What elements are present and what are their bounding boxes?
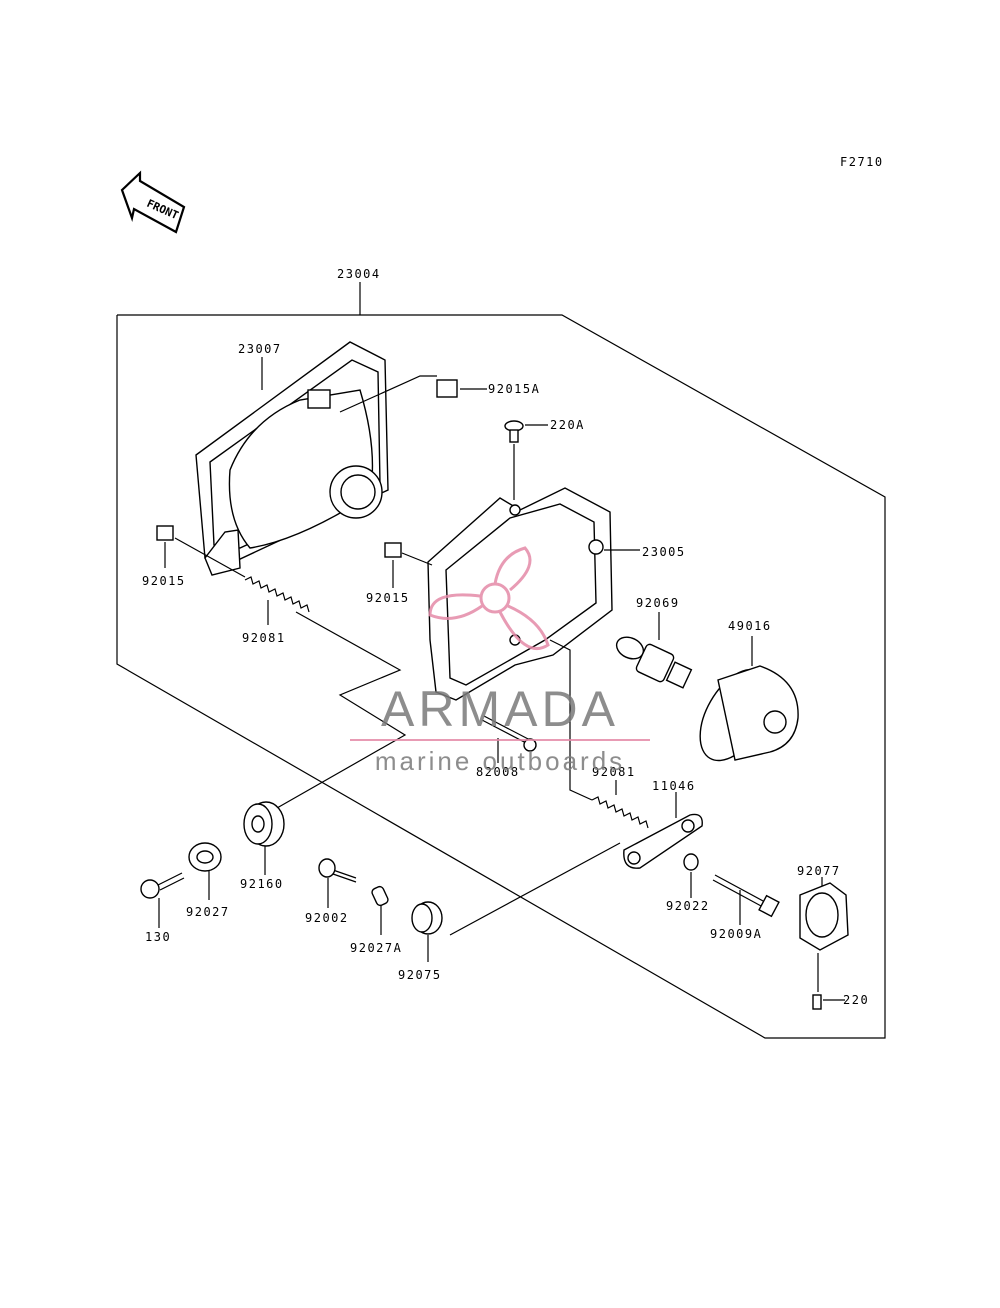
label-92022: 92022 bbox=[666, 899, 710, 913]
headlight-bezel bbox=[427, 487, 613, 701]
nut-92015-mid bbox=[384, 542, 402, 558]
figure-code: F2710 bbox=[840, 155, 884, 169]
label-220: 220 bbox=[843, 993, 869, 1007]
propeller-logo-icon bbox=[428, 546, 550, 651]
washer-92022 bbox=[683, 853, 699, 871]
bolt-92002 bbox=[318, 858, 357, 883]
grommet-92160 bbox=[243, 801, 285, 847]
label-92081-left: 92081 bbox=[242, 631, 286, 645]
nut-92015A bbox=[436, 379, 458, 398]
label-92081-right: 92081 bbox=[592, 765, 636, 779]
knob-92077 bbox=[799, 882, 849, 951]
bulb-92069 bbox=[615, 636, 693, 689]
label-23007: 23007 bbox=[238, 342, 282, 356]
label-92027A: 92027A bbox=[350, 941, 402, 955]
grommet-92075 bbox=[411, 901, 443, 935]
collar-92027A bbox=[371, 885, 389, 907]
label-220A: 220A bbox=[550, 418, 585, 432]
watermark: ARMADA marine outboards bbox=[350, 546, 650, 776]
screw-220A bbox=[504, 420, 524, 443]
watermark-title: ARMADA bbox=[381, 681, 619, 737]
label-49016: 49016 bbox=[728, 619, 772, 633]
label-82008: 82008 bbox=[476, 765, 520, 779]
headlight-unit bbox=[195, 341, 389, 576]
bolt-130 bbox=[140, 872, 185, 899]
screw-220 bbox=[812, 994, 822, 1010]
bolt-92009A bbox=[712, 874, 780, 918]
label-92009A: 92009A bbox=[710, 927, 762, 941]
label-92075: 92075 bbox=[398, 968, 442, 982]
label-130: 130 bbox=[145, 930, 171, 944]
plate-11046 bbox=[623, 813, 703, 869]
label-92077: 92077 bbox=[797, 864, 841, 878]
assembly-outline bbox=[116, 314, 886, 1039]
label-92002: 92002 bbox=[305, 911, 349, 925]
watermark-subtitle: marine outboards bbox=[375, 746, 625, 776]
label-23004: 23004 bbox=[337, 267, 381, 281]
label-11046: 11046 bbox=[652, 779, 696, 793]
label-23005: 23005 bbox=[642, 545, 686, 559]
boot-49016 bbox=[699, 665, 799, 762]
front-arrow-icon: FRONT bbox=[120, 170, 186, 234]
label-92015-left: 92015 bbox=[142, 574, 186, 588]
label-92015-mid: 92015 bbox=[366, 591, 410, 605]
nut-92015-left bbox=[156, 525, 174, 541]
label-92015A: 92015A bbox=[488, 382, 540, 396]
collar-92027 bbox=[188, 842, 222, 872]
label-92027: 92027 bbox=[186, 905, 230, 919]
label-92160: 92160 bbox=[240, 877, 284, 891]
spring-92081-left bbox=[244, 576, 310, 613]
spring-92081-right bbox=[591, 796, 649, 829]
label-92069: 92069 bbox=[636, 596, 680, 610]
